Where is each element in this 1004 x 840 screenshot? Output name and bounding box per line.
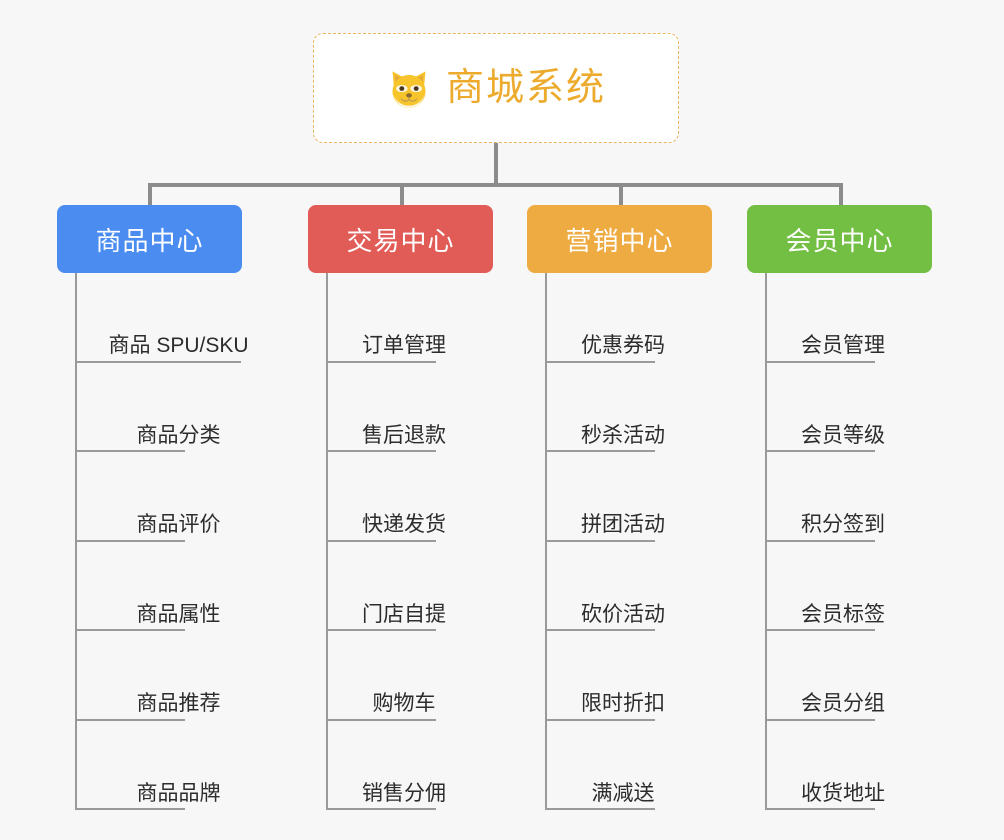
leaf-item[interactable]: 拼团活动 xyxy=(545,452,699,542)
connector-drop-3 xyxy=(619,183,623,206)
leaf-item[interactable]: 销售分佣 xyxy=(326,721,480,811)
leaf-label: 商品评价 xyxy=(136,513,221,537)
leaf-item[interactable]: 秒杀活动 xyxy=(545,363,699,453)
leaf-item[interactable]: 商品属性 xyxy=(75,542,280,632)
root-node[interactable]: 商城系统 xyxy=(313,33,679,143)
leaf-item[interactable]: 商品分类 xyxy=(75,363,280,453)
category-label-4: 会员中心 xyxy=(785,225,894,256)
leaf-item[interactable]: 会员分组 xyxy=(765,631,919,721)
leaf-label: 销售分佣 xyxy=(362,781,446,805)
leaf-item[interactable]: 会员管理 xyxy=(765,273,919,363)
connector-root-stem xyxy=(494,143,498,186)
leaf-column-2: 订单管理 售后退款 快递发货 门店自提 购物车 销售分佣 xyxy=(326,273,480,810)
leaf-column-3: 优惠券码 秒杀活动 拼团活动 砍价活动 限时折扣 满减送 xyxy=(545,273,699,810)
leaf-item[interactable]: 门店自提 xyxy=(326,542,480,632)
leaf-label: 售后退款 xyxy=(362,423,446,447)
leaf-trunk-1 xyxy=(75,273,77,810)
leaf-label: 满减送 xyxy=(591,781,655,805)
leaf-label: 限时折扣 xyxy=(581,692,665,716)
leaf-item[interactable]: 收货地址 xyxy=(765,721,919,811)
leaf-label: 商品品牌 xyxy=(136,781,221,805)
leaf-item[interactable]: 会员标签 xyxy=(765,542,919,632)
connector-horizontal-bar xyxy=(150,183,841,187)
leaf-label: 会员管理 xyxy=(801,334,885,358)
root-title: 商城系统 xyxy=(445,67,606,109)
leaf-label: 拼团活动 xyxy=(581,513,665,537)
leaf-label: 会员标签 xyxy=(801,602,885,626)
leaf-trunk-3 xyxy=(545,273,547,810)
category-label-1: 商品中心 xyxy=(95,225,204,256)
leaf-item[interactable]: 会员等级 xyxy=(765,363,919,453)
leaf-label: 商品推荐 xyxy=(136,692,221,716)
leaf-item[interactable]: 订单管理 xyxy=(326,273,480,363)
leaf-item[interactable]: 积分签到 xyxy=(765,452,919,542)
leaf-label: 会员等级 xyxy=(801,423,885,447)
leaf-label: 商品 SPU/SKU xyxy=(108,334,249,358)
connector-drop-2 xyxy=(400,183,404,206)
leaf-label: 收货地址 xyxy=(801,781,885,805)
category-box-1[interactable]: 商品中心 xyxy=(57,205,242,273)
category-label-2: 交易中心 xyxy=(346,225,455,256)
category-label-3: 营销中心 xyxy=(565,225,674,256)
leaf-column-1: 商品 SPU/SKU 商品分类 商品评价 商品属性 商品推荐 商品品牌 xyxy=(75,273,280,810)
leaf-trunk-4 xyxy=(765,273,767,810)
leaf-item[interactable]: 商品评价 xyxy=(75,452,280,542)
leaf-label: 会员分组 xyxy=(801,692,885,716)
connector-drop-4 xyxy=(839,183,843,206)
leaf-label: 优惠券码 xyxy=(581,334,665,358)
leaf-label: 商品属性 xyxy=(136,602,221,626)
leaf-column-4: 会员管理 会员等级 积分签到 会员标签 会员分组 收货地址 xyxy=(765,273,919,810)
leaf-item[interactable]: 限时折扣 xyxy=(545,631,699,721)
leaf-label: 砍价活动 xyxy=(581,602,665,626)
leaf-label: 订单管理 xyxy=(362,334,446,358)
leaf-item[interactable]: 满减送 xyxy=(545,721,699,811)
connector-drop-1 xyxy=(148,183,152,206)
leaf-item[interactable]: 优惠券码 xyxy=(545,273,699,363)
category-box-3[interactable]: 营销中心 xyxy=(527,205,712,273)
leaf-item[interactable]: 购物车 xyxy=(326,631,480,721)
leaf-item[interactable]: 快递发货 xyxy=(326,452,480,542)
category-box-2[interactable]: 交易中心 xyxy=(308,205,493,273)
leaf-label: 积分签到 xyxy=(801,513,885,537)
category-box-4[interactable]: 会员中心 xyxy=(747,205,932,273)
leaf-item[interactable]: 砍价活动 xyxy=(545,542,699,632)
leaf-label: 购物车 xyxy=(372,692,436,716)
leaf-label: 门店自提 xyxy=(362,602,446,626)
leaf-item[interactable]: 商品推荐 xyxy=(75,631,280,721)
leaf-label: 商品分类 xyxy=(136,423,221,447)
leaf-trunk-2 xyxy=(326,273,328,810)
leaf-label: 秒杀活动 xyxy=(581,423,665,447)
leaf-item[interactable]: 商品品牌 xyxy=(75,721,280,811)
leaf-item[interactable]: 售后退款 xyxy=(326,363,480,453)
shiba-dog-face-icon xyxy=(386,67,432,113)
leaf-item[interactable]: 商品 SPU/SKU xyxy=(75,273,280,363)
leaf-label: 快递发货 xyxy=(362,513,446,537)
